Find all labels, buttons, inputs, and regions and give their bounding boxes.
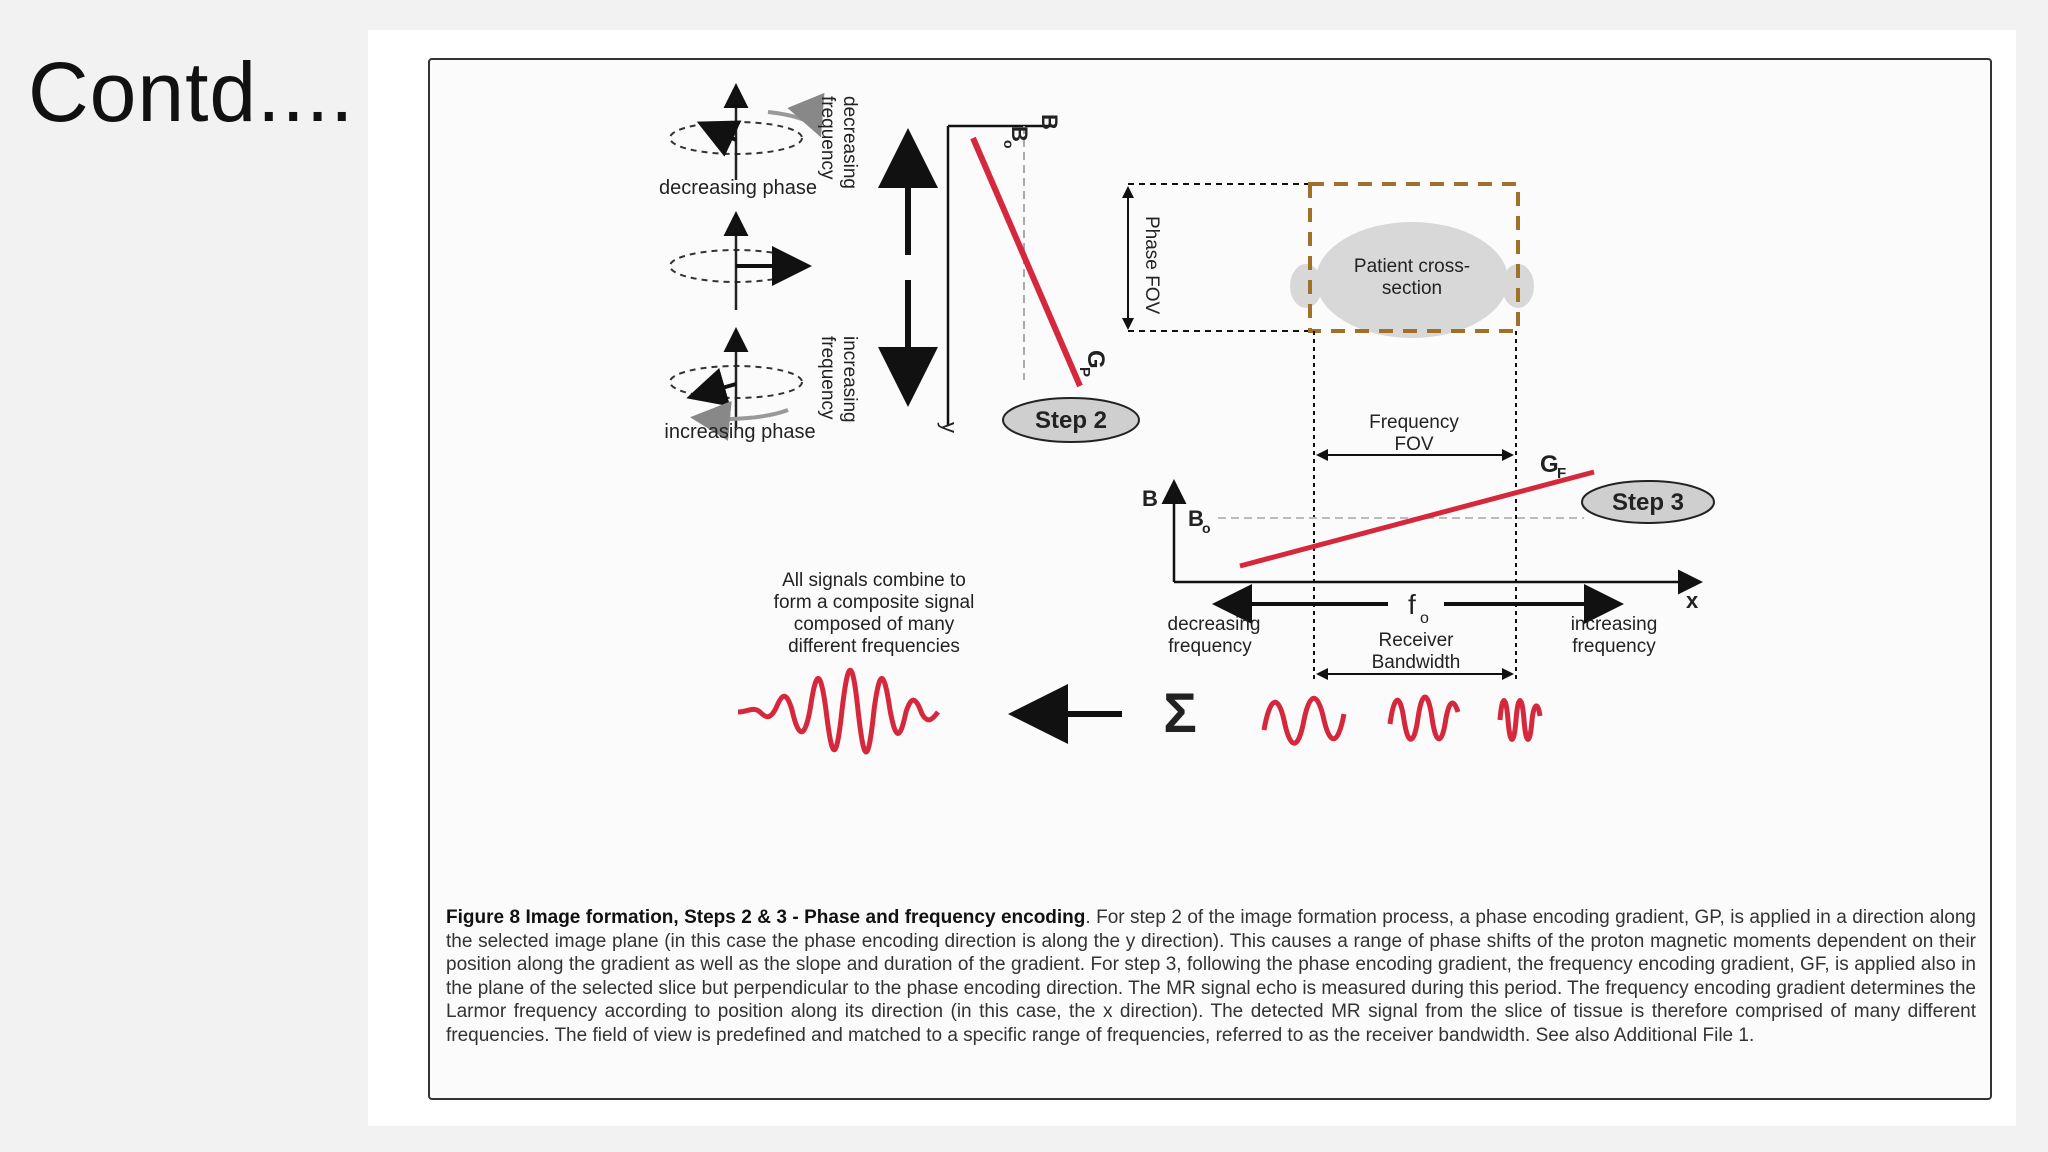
phase-fov-label: Phase FOV: [1141, 216, 1162, 315]
phase-axis-b0-label: B o: [1001, 126, 1032, 149]
caption-title: Figure 8 Image formation, Steps 2 & 3 - …: [446, 907, 1086, 928]
gf-label: G F: [1540, 451, 1566, 482]
mri-encoding-diagram: decreasing phase increasing phase decrea…: [659, 83, 1715, 755]
svg-text:P: P: [1076, 367, 1093, 377]
svg-text:Frequency: Frequency: [1369, 412, 1459, 433]
spin-increasing-phase: [669, 327, 803, 441]
frequency-gradient-axes: [1161, 469, 1703, 595]
svg-text:o: o: [1420, 610, 1429, 627]
receiver-bandwidth-label: Receiver Bandwidth: [1316, 630, 1514, 680]
svg-text:frequency: frequency: [817, 336, 838, 420]
svg-text:composed of many: composed of many: [794, 614, 955, 635]
decreasing-frequency-label: decreasing frequency: [1168, 614, 1261, 657]
svg-text:decreasing: decreasing: [839, 96, 860, 189]
svg-text:increasing: increasing: [1571, 614, 1658, 635]
svg-text:decreasing: decreasing: [1168, 614, 1261, 635]
svg-text:FOV: FOV: [1394, 434, 1433, 455]
f0-label: f o: [1408, 589, 1429, 627]
svg-text:o: o: [1202, 520, 1211, 536]
spin-middle: [669, 211, 812, 310]
composite-wave: [737, 667, 940, 755]
fov-box: [1308, 182, 1520, 333]
increasing-frequency-vertical-label: increasing frequency: [817, 336, 860, 423]
svg-text:Step 2: Step 2: [1035, 407, 1107, 434]
phase-gradient-axes: [946, 124, 1083, 426]
spin-decreasing-phase: [669, 83, 825, 180]
wave-high-frequency: [1497, 698, 1543, 742]
increasing-phase-label: increasing phase: [664, 421, 815, 443]
svg-text:B: B: [1007, 126, 1032, 142]
svg-text:frequency: frequency: [1168, 636, 1252, 657]
figure-panel: decreasing phase increasing phase decrea…: [368, 30, 2016, 1126]
svg-text:Receiver: Receiver: [1379, 630, 1455, 651]
frequency-fov-indicator: Frequency FOV: [1316, 412, 1514, 461]
step-2-badge: Step 2: [1002, 397, 1140, 443]
decreasing-frequency-vertical-label: decreasing frequency: [817, 96, 860, 189]
svg-text:section: section: [1382, 278, 1442, 299]
sigma-symbol: Σ: [1163, 681, 1197, 744]
increasing-frequency-label: increasing frequency: [1571, 614, 1658, 657]
freq-axis-x-label: x: [1686, 588, 1699, 613]
svg-text:G: G: [1540, 451, 1559, 478]
figure-caption: Figure 8 Image formation, Steps 2 & 3 - …: [446, 906, 1976, 1047]
phase-fov-indicator: [1122, 183, 1308, 332]
caption-body: . For step 2 of the image formation proc…: [446, 907, 1976, 1046]
phase-axis-y-label: y: [937, 422, 962, 433]
patient-cross-section: Patient cross- section: [1290, 222, 1534, 338]
svg-text:f: f: [1408, 589, 1416, 620]
svg-text:y: y: [937, 422, 962, 433]
svg-text:Step 3: Step 3: [1612, 489, 1684, 516]
svg-text:form a composite signal: form a composite signal: [774, 592, 975, 613]
gp-label: G P: [1076, 350, 1109, 377]
svg-text:B: B: [1188, 506, 1204, 531]
svg-text:different frequencies: different frequencies: [788, 636, 960, 657]
svg-text:B: B: [1037, 114, 1062, 130]
phase-gradient-line: [970, 136, 1083, 388]
decreasing-phase-label: decreasing phase: [659, 177, 817, 199]
svg-text:G: G: [1082, 350, 1109, 369]
figure-frame: [428, 58, 1992, 1100]
svg-text:Patient cross-: Patient cross-: [1354, 256, 1470, 277]
slide-title: Contd....: [28, 45, 355, 139]
frequency-gradient-line: [1239, 469, 1595, 569]
wave-low-frequency: [1261, 695, 1347, 746]
svg-text:Phase FOV: Phase FOV: [1141, 216, 1162, 315]
step-3-badge: Step 3: [1581, 480, 1715, 524]
svg-text:F: F: [1557, 465, 1566, 482]
freq-axis-b-label: B: [1142, 486, 1158, 511]
svg-text:Bandwidth: Bandwidth: [1372, 652, 1461, 673]
svg-text:increasing: increasing: [839, 336, 860, 423]
svg-text:All signals combine to: All signals combine to: [782, 570, 966, 591]
freq-axis-b0-label: B o: [1188, 506, 1211, 536]
svg-text:frequency: frequency: [1572, 636, 1656, 657]
svg-text:frequency: frequency: [817, 96, 838, 180]
phase-axis-b-label: B: [1037, 114, 1062, 130]
composite-signal-text: All signals combine to form a composite …: [774, 570, 975, 657]
wave-mid-frequency: [1387, 694, 1461, 742]
svg-text:o: o: [1001, 140, 1017, 149]
